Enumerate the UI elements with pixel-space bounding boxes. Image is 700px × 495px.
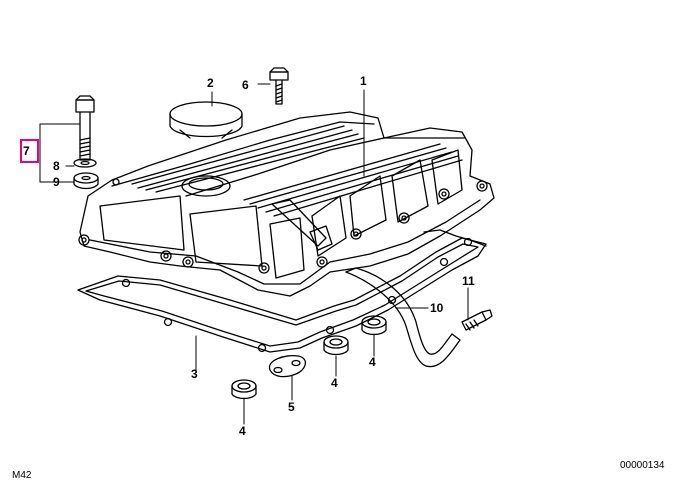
callout-3[interactable]: 3 xyxy=(191,367,198,381)
vent-nipple[interactable] xyxy=(461,309,493,331)
spark-plug-seal-middle[interactable] xyxy=(323,335,349,356)
callout-5[interactable]: 5 xyxy=(288,400,295,414)
selected-part-highlight xyxy=(20,139,39,163)
oil-filler-cap[interactable] xyxy=(169,101,243,139)
callout-4-middle[interactable]: 4 xyxy=(331,376,338,390)
callout-4-left[interactable]: 4 xyxy=(239,424,246,438)
callout-10[interactable]: 10 xyxy=(430,301,444,315)
callout-11[interactable]: 11 xyxy=(462,274,475,288)
cover-gasket[interactable] xyxy=(77,229,487,353)
washer[interactable] xyxy=(73,158,97,168)
valve-cover[interactable] xyxy=(78,111,495,297)
callout-9[interactable]: 9 xyxy=(53,175,60,189)
spark-plug-seal-left[interactable] xyxy=(231,379,257,400)
oval-seal[interactable] xyxy=(268,354,306,378)
spark-plug-seal-right[interactable] xyxy=(361,315,387,336)
callout-2[interactable]: 2 xyxy=(207,76,214,90)
diagram-number: 00000134 xyxy=(620,460,665,471)
rubber-grommet[interactable] xyxy=(73,172,99,190)
callout-7[interactable]: 7 xyxy=(23,144,30,158)
stud-bolt[interactable] xyxy=(75,95,95,161)
callout-4-right[interactable]: 4 xyxy=(369,355,376,369)
leader-lines xyxy=(39,83,469,425)
callout-8[interactable]: 8 xyxy=(53,159,60,173)
breather-hose[interactable] xyxy=(345,267,461,368)
cover-bolt-top[interactable] xyxy=(269,67,289,105)
callout-1[interactable]: 1 xyxy=(360,74,367,88)
callout-6[interactable]: 6 xyxy=(242,78,249,92)
model-code: M42 xyxy=(12,470,32,481)
